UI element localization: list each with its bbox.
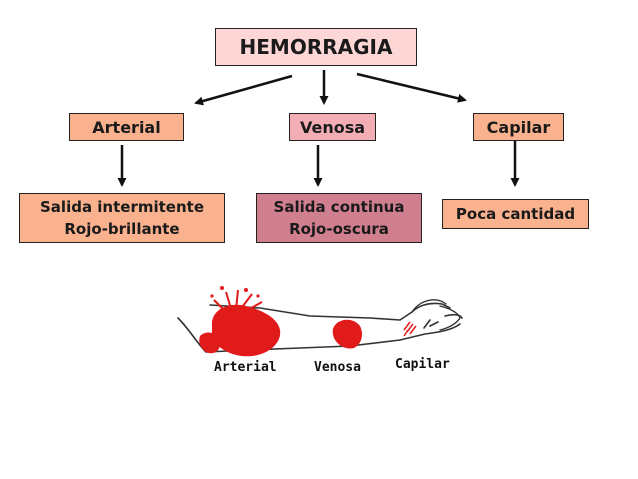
capillary-bleeding (403, 321, 417, 337)
arm-illustration: Arterial Venosa Capilar (177, 286, 463, 375)
capilar-type-label: Capilar (486, 117, 551, 137)
title-text: HEMORRAGIA (239, 35, 393, 59)
arterial-bleeding (199, 286, 281, 357)
venous-bleeding (332, 319, 362, 349)
venosa-description-line2: Rojo-oscura (289, 220, 389, 238)
capilar-type-box: Capilar (473, 113, 564, 141)
capilar-description-line1: Poca cantidad (455, 205, 576, 223)
illustration-label-venosa: Venosa (314, 360, 361, 375)
arrow-title-to-capilar (356, 72, 467, 103)
venosa-description-box: Salida continua Rojo-oscura (256, 193, 422, 243)
venosa-type-label: Venosa (299, 117, 366, 137)
arterial-type-box: Arterial (69, 113, 184, 141)
capilar-description-box: Poca cantidad (442, 199, 589, 229)
illustration-label-capilar: Capilar (395, 357, 450, 372)
arterial-description-line2: Rojo-brillante (64, 220, 180, 238)
illustration-label-arterial: Arterial (214, 360, 277, 375)
arm-outline (177, 302, 463, 353)
arterial-type-label: Arterial (92, 117, 161, 137)
hand-outline (411, 299, 461, 331)
arterial-description-box: Salida intermitente Rojo-brillante (19, 193, 225, 243)
arrow-title-to-arterial (194, 74, 293, 106)
venosa-type-box: Venosa (289, 113, 376, 141)
venosa-description-line1: Salida continua (273, 198, 405, 216)
arterial-description-line1: Salida intermitente (40, 198, 204, 216)
title-box: HEMORRAGIA (215, 28, 417, 66)
